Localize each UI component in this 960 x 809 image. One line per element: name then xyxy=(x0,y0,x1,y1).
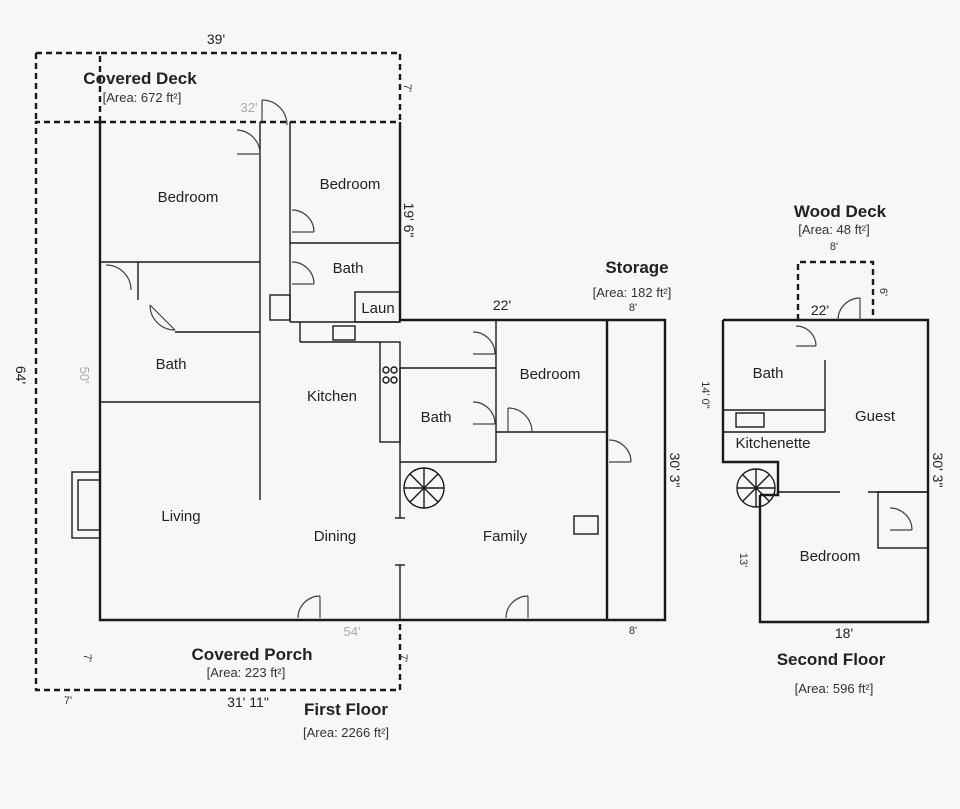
covered-porch-area: [Area: 223 ft²] xyxy=(207,665,286,680)
door-swings-second xyxy=(795,297,913,531)
storage-area: [Area: 182 ft²] xyxy=(593,285,672,300)
dim-bedroom-height: 19' 6" xyxy=(401,203,417,238)
fridge xyxy=(269,294,291,321)
covered-porch-outline xyxy=(100,620,402,692)
dim-second-right: 30' 3" xyxy=(930,453,946,488)
room-label-guest: Guest xyxy=(855,408,896,425)
room-label-bedroom-e: Bedroom xyxy=(520,366,581,383)
dim-second-left-upper: 14' 0" xyxy=(699,381,711,409)
dim-porch-left: 7' xyxy=(64,695,72,707)
spiral-stair-second xyxy=(736,468,776,508)
second-floor-title: Second Floor xyxy=(777,650,886,669)
dim-porch-width: 31' 11" xyxy=(227,694,269,710)
room-label-dining: Dining xyxy=(314,528,357,545)
room-label-bath-c: Bath xyxy=(421,409,452,426)
storage-title: Storage xyxy=(605,258,668,277)
dim-porch-top: 54' xyxy=(344,624,361,639)
room-label-bath-n: Bath xyxy=(333,260,364,277)
sink xyxy=(332,325,356,341)
first-floor-title: First Floor xyxy=(304,700,388,719)
spiral-stair-first xyxy=(403,467,445,509)
room-label-family: Family xyxy=(483,528,528,545)
dim-porch-side: 7' xyxy=(81,654,93,662)
closet xyxy=(877,491,929,549)
room-label-bedroom-2: Bedroom xyxy=(800,548,861,565)
kitchenette-sink xyxy=(735,412,765,428)
covered-deck-title: Covered Deck xyxy=(83,69,197,88)
covered-porch-title: Covered Porch xyxy=(192,645,313,664)
dim-deck-width: 39' xyxy=(207,31,225,47)
stove-burner xyxy=(390,376,398,384)
dim-porch-right: 7' xyxy=(397,654,409,662)
dim-second-top: 22' xyxy=(811,302,829,318)
dim-east-height: 30' 3" xyxy=(667,453,683,488)
stove-burner xyxy=(390,366,398,374)
wood-deck-title: Wood Deck xyxy=(794,202,887,221)
room-label-kitchen: Kitchen xyxy=(307,388,357,405)
covered-deck-outline xyxy=(34,51,402,692)
room-label-bedroom-nw: Bedroom xyxy=(158,189,219,206)
dim-inner-top: 32' xyxy=(241,100,258,115)
family-fixture xyxy=(573,515,599,535)
dim-left-inner: 50' xyxy=(77,367,92,384)
second-floor-area: [Area: 596 ft²] xyxy=(795,681,874,696)
fireplace-inner xyxy=(77,479,101,531)
stove-burner xyxy=(382,376,390,384)
room-label-kitchenette: Kitchenette xyxy=(735,435,810,452)
room-label-laundry: Laun xyxy=(361,300,394,317)
room-label-bedroom-n: Bedroom xyxy=(320,176,381,193)
wood-deck-outline xyxy=(796,260,875,320)
dim-storage-top: 8' xyxy=(629,302,637,314)
dim-wood-deck-top: 8' xyxy=(830,241,838,253)
dim-total-height: 64' xyxy=(13,366,29,384)
dim-storage-bottom: 8' xyxy=(629,625,637,637)
covered-deck-area: [Area: 672 ft²] xyxy=(103,90,182,105)
dim-deck-side: 7' xyxy=(401,84,413,92)
wood-deck-area: [Area: 48 ft²] xyxy=(798,222,870,237)
room-label-living: Living xyxy=(161,508,200,525)
room-label-bath-w: Bath xyxy=(156,356,187,373)
dim-second-bottom: 18' xyxy=(835,625,853,641)
dim-mid-width: 22' xyxy=(493,297,511,313)
laundry-box xyxy=(354,291,401,323)
room-label-bath-2: Bath xyxy=(753,365,784,382)
first-floor-area: [Area: 2266 ft²] xyxy=(303,725,389,740)
stove-burner xyxy=(382,366,390,374)
door-swings xyxy=(105,99,632,619)
dim-wood-deck-side: 6' xyxy=(877,288,889,296)
dim-second-left-lower: 13' xyxy=(737,553,749,567)
